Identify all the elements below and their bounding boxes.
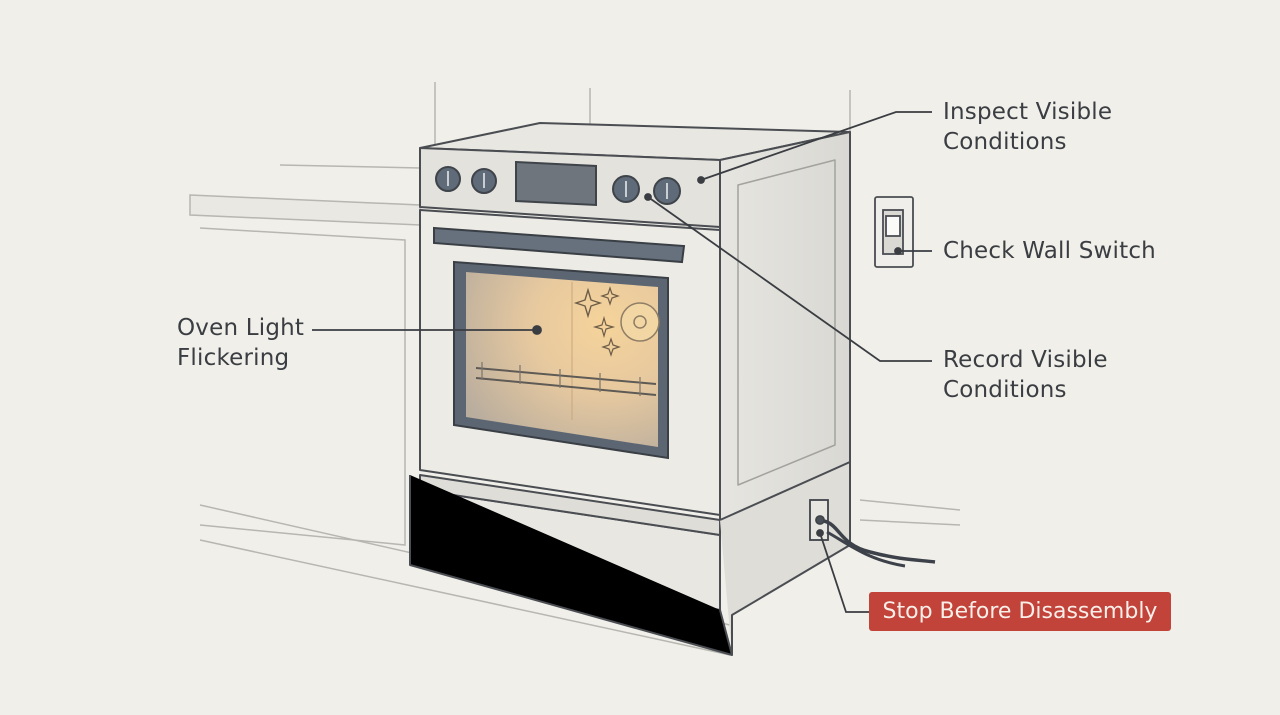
callout-wall-switch-line1: Check Wall Switch xyxy=(943,238,1156,264)
callout-inspect-line2: Conditions xyxy=(943,129,1067,155)
callout-leaders xyxy=(312,111,932,613)
callout-inspect-visible-conditions: Inspect Visible Conditions xyxy=(943,97,1112,157)
callout-oven-light-line1: Oven Light xyxy=(177,315,305,341)
callout-check-wall-switch: Check Wall Switch xyxy=(943,236,1156,266)
callout-inspect-line1: Inspect Visible xyxy=(943,99,1113,125)
oven-window xyxy=(453,260,669,460)
callout-record-visible-conditions: Record Visible Conditions xyxy=(943,345,1108,405)
power-outlet xyxy=(809,499,936,568)
oven-handle xyxy=(433,226,686,264)
control-panel xyxy=(435,160,681,207)
callout-record-line2: Conditions xyxy=(943,377,1067,403)
wall-switch xyxy=(874,196,914,268)
stop-before-disassembly-badge: Stop Before Disassembly xyxy=(869,592,1171,631)
callout-oven-light-line2: Flickering xyxy=(177,345,290,371)
callout-oven-light-flickering: Oven Light Flickering xyxy=(177,313,304,373)
callout-record-line1: Record Visible xyxy=(943,347,1108,373)
